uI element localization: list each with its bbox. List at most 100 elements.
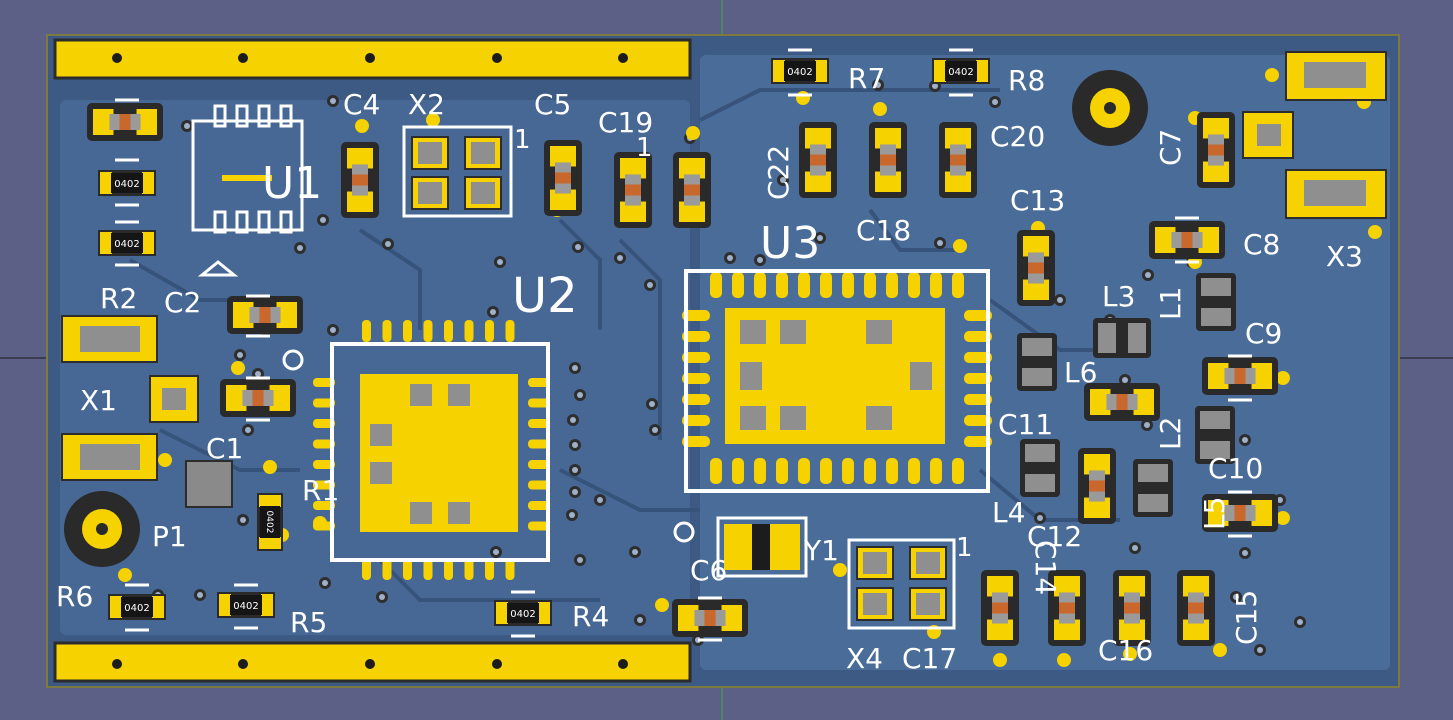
via-drill bbox=[1242, 437, 1248, 443]
via-drill bbox=[637, 617, 643, 623]
pad bbox=[1119, 576, 1145, 597]
pad bbox=[976, 60, 988, 82]
pad-dot bbox=[873, 102, 887, 116]
pad bbox=[1084, 454, 1110, 475]
ref-label-c22: C22 bbox=[762, 145, 795, 200]
u2-pin bbox=[528, 501, 550, 510]
resistor-0402: 0402 bbox=[98, 230, 156, 256]
ref-label-l6: L6 bbox=[1064, 356, 1097, 389]
pad bbox=[1251, 500, 1272, 526]
pad bbox=[934, 60, 946, 82]
x3-pads bbox=[1242, 51, 1387, 219]
passive-component bbox=[1149, 221, 1225, 259]
pad bbox=[1208, 500, 1229, 526]
pad bbox=[1138, 464, 1168, 482]
passive-component bbox=[1084, 383, 1160, 421]
passive-component bbox=[1048, 570, 1086, 646]
component-body bbox=[1089, 480, 1105, 492]
pad bbox=[805, 171, 831, 192]
pad-dot bbox=[263, 460, 277, 474]
u2-pin bbox=[528, 480, 550, 490]
u2-pin bbox=[313, 521, 335, 531]
ref-label-r5: R5 bbox=[290, 606, 327, 639]
via-drill bbox=[1257, 647, 1263, 653]
u2-pin bbox=[528, 398, 550, 408]
via-drill bbox=[1122, 377, 1128, 383]
u3-pin bbox=[886, 272, 898, 298]
inductor bbox=[1020, 439, 1060, 497]
u3-pin bbox=[682, 373, 710, 384]
ref-label-c5: C5 bbox=[534, 88, 571, 121]
via-drill bbox=[1037, 515, 1043, 521]
via-drill bbox=[255, 371, 261, 377]
passive-component bbox=[1113, 570, 1151, 646]
pad bbox=[620, 158, 646, 179]
c1-body bbox=[185, 460, 233, 508]
u2-courtyard bbox=[330, 342, 550, 562]
u1-pin1-triangle bbox=[197, 260, 239, 277]
via-drill bbox=[330, 327, 336, 333]
u3-pin bbox=[776, 458, 788, 484]
pad bbox=[1208, 363, 1229, 389]
passive-component bbox=[939, 122, 977, 198]
ref-label-c13: C13 bbox=[1010, 184, 1065, 217]
pad-dot bbox=[1213, 643, 1227, 657]
resistor-0402: 0402 bbox=[98, 170, 156, 196]
component-body bbox=[260, 506, 280, 538]
component-body bbox=[555, 172, 571, 184]
via-drill bbox=[1242, 550, 1248, 556]
pad bbox=[1054, 619, 1080, 640]
u3-pin bbox=[820, 458, 832, 484]
resistor-0402: 0402 bbox=[932, 58, 990, 84]
u1-pin bbox=[257, 210, 271, 234]
via-drill bbox=[577, 392, 583, 398]
u2-exposed-pad bbox=[360, 374, 518, 532]
ref-label-l2: L2 bbox=[1154, 417, 1187, 450]
pad bbox=[1138, 494, 1168, 512]
passive-component bbox=[981, 570, 1019, 646]
component-body bbox=[230, 595, 262, 615]
ref-label-x2: X2 bbox=[408, 88, 445, 121]
pad bbox=[1022, 338, 1052, 356]
u3-pin bbox=[952, 272, 964, 298]
pad-dot bbox=[231, 361, 245, 375]
pad bbox=[1201, 278, 1231, 296]
ref-label-x1: X1 bbox=[80, 384, 117, 417]
u2-pin bbox=[505, 320, 515, 342]
component-body bbox=[1234, 368, 1246, 384]
u2-pin bbox=[505, 558, 515, 580]
u3-pin bbox=[964, 373, 992, 384]
pad bbox=[1054, 576, 1080, 597]
u2-pin bbox=[464, 558, 474, 580]
via-drill bbox=[322, 580, 328, 586]
ref-label-r8: R8 bbox=[1008, 64, 1045, 97]
via-drill bbox=[490, 309, 496, 315]
via-drill bbox=[197, 592, 203, 598]
component-body bbox=[1234, 505, 1246, 521]
y1-body bbox=[752, 524, 770, 570]
inductor bbox=[1017, 333, 1057, 391]
pad bbox=[496, 602, 508, 624]
u2-thermal-vias bbox=[370, 384, 470, 524]
u3-pin bbox=[682, 436, 710, 447]
passive-component bbox=[1202, 494, 1278, 532]
u2-pin bbox=[444, 320, 453, 342]
package-label: 0402 bbox=[233, 601, 258, 612]
passive-component bbox=[799, 122, 837, 198]
pad bbox=[678, 605, 699, 631]
passive-component bbox=[87, 103, 163, 141]
package-label: 0402 bbox=[787, 67, 812, 78]
pad bbox=[1119, 619, 1145, 640]
passive-component bbox=[227, 296, 303, 334]
component-body bbox=[704, 610, 716, 626]
u2-pin bbox=[382, 558, 392, 580]
via-drill bbox=[320, 217, 326, 223]
via-drill bbox=[1057, 297, 1063, 303]
u3-pin bbox=[710, 458, 722, 484]
pad bbox=[620, 201, 646, 222]
component-body bbox=[950, 154, 966, 166]
resistor-0402: 0402 bbox=[257, 493, 283, 551]
u3-pin bbox=[798, 458, 810, 484]
pad bbox=[1201, 308, 1231, 326]
